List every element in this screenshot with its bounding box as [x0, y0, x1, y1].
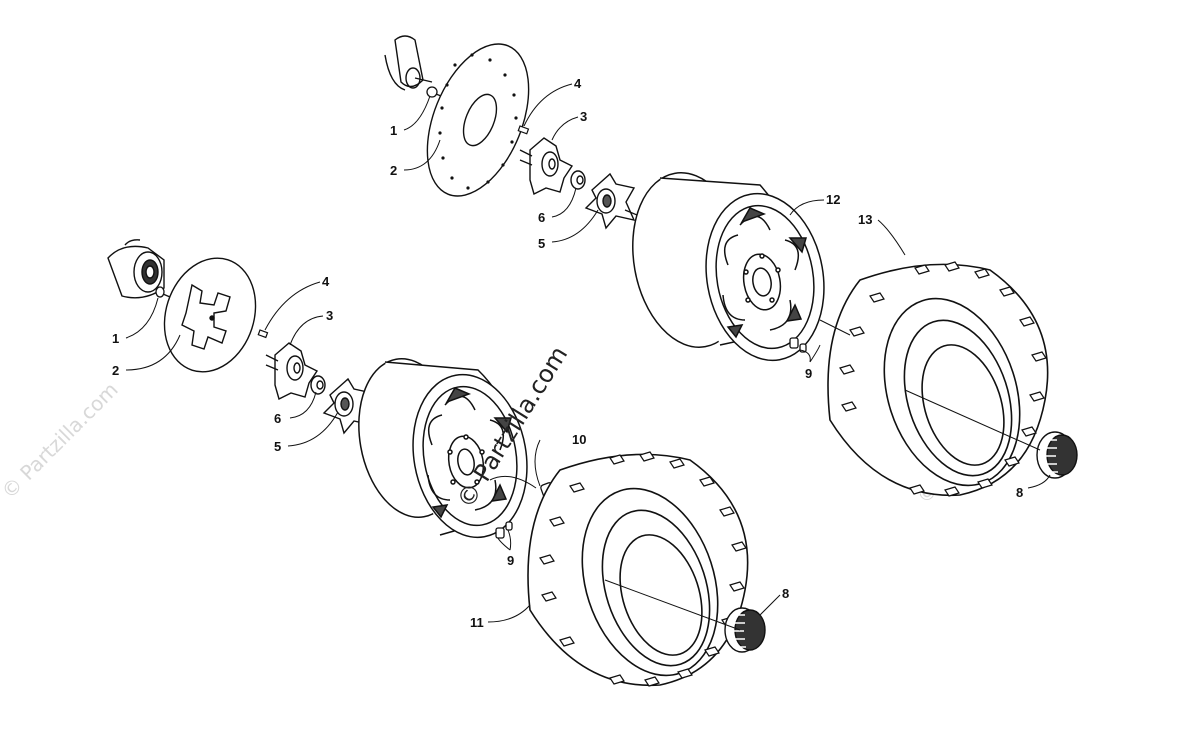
- callout-13: 13: [858, 212, 872, 227]
- upper-tire-13: [827, 261, 1049, 497]
- lower-rim-10: [358, 357, 528, 539]
- upper-rim-12: [632, 172, 825, 362]
- callout-6-upper: 6: [538, 210, 545, 225]
- callout-5-lower: 5: [274, 439, 281, 454]
- upper-stud-4: [517, 125, 530, 135]
- callout-10: 10: [572, 432, 586, 447]
- callout-8-lower: 8: [782, 586, 789, 601]
- lower-bearing-6: [310, 375, 326, 395]
- callout-11: 11: [470, 615, 484, 630]
- callout-5-upper: 5: [538, 236, 545, 251]
- callout-1-upper: 1: [390, 123, 397, 138]
- leader-lines: [125, 83, 1051, 631]
- lower-stud-4: [257, 329, 269, 339]
- lower-valve-stem-9: [495, 521, 513, 539]
- callout-8-upper: 8: [1016, 485, 1023, 500]
- callout-12: 12: [826, 192, 840, 207]
- callout-9-upper: 9: [805, 366, 812, 381]
- upper-brake-disc: [426, 43, 530, 197]
- upper-hub-plate-5: [584, 172, 636, 230]
- callout-1-lower: 1: [112, 331, 119, 346]
- upper-hub-3: [519, 137, 574, 196]
- lower-hub-cap-8: [724, 607, 766, 653]
- lower-brake-disc: [163, 257, 257, 373]
- lower-tire-11: [527, 451, 749, 687]
- callout-2-lower: 2: [112, 363, 119, 378]
- callout-6-lower: 6: [274, 411, 281, 426]
- upper-valve-stem-9: [789, 337, 807, 353]
- lower-hub-3: [265, 342, 319, 401]
- callout-3-lower: 3: [326, 308, 333, 323]
- upper-bearing-6: [570, 170, 586, 190]
- lower-axle-housing: [107, 239, 165, 299]
- callout-2-upper: 2: [390, 163, 397, 178]
- callout-3-upper: 3: [580, 109, 587, 124]
- lower-bolt-1: [155, 286, 171, 298]
- callout-9-lower: 9: [507, 553, 514, 568]
- watermark-left: © Partzilla.com: [0, 377, 123, 503]
- callout-4-upper: 4: [574, 76, 582, 91]
- upper-axle-housing: [384, 35, 433, 91]
- callout-4-lower: 4: [322, 274, 330, 289]
- upper-hub-cap-8: [1036, 431, 1078, 479]
- callout-labels: 1 2 4 3 6 5 12 13 9 8 1 2 4 3 6 5 10 9 1…: [112, 76, 1023, 630]
